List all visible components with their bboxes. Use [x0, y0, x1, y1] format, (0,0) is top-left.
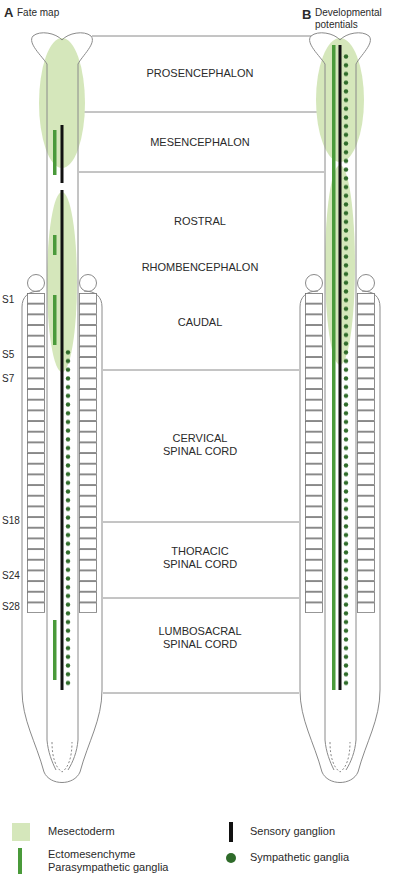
legend-swatch [18, 848, 22, 874]
embryo-a [22, 33, 102, 783]
tail-bud [52, 742, 72, 772]
somite-number: S24 [2, 570, 20, 582]
legend-text: Sensory ganglion [250, 825, 335, 838]
somite-column [305, 293, 323, 613]
somite-number: S1 [2, 294, 14, 306]
region-line [92, 36, 311, 37]
legend-text: Sympathetic ganglia [250, 851, 349, 864]
embryo-b [300, 33, 380, 783]
region-line [103, 598, 299, 599]
legend-swatch [229, 822, 233, 842]
region-line [103, 370, 299, 371]
region-label: CERVICAL SPINAL CORD [155, 432, 245, 458]
somite-column [357, 293, 375, 613]
somite-number: S5 [2, 349, 14, 361]
otic-vesicle [306, 275, 323, 292]
somite-number: S28 [2, 601, 20, 613]
ectomesenchyme-bar [53, 130, 57, 175]
legend-text: Ectomesenchyme Parasympathetic ganglia [48, 848, 188, 874]
legend-swatch [12, 823, 30, 841]
sympathetic-dots [343, 52, 349, 688]
region-label: THORACIC SPINAL CORD [155, 545, 245, 571]
legend-text: Mesectoderm [48, 825, 115, 838]
region-lines [79, 36, 324, 693]
tail-bud [330, 742, 350, 772]
somite-number: S18 [2, 515, 20, 527]
legend-swatch [226, 853, 236, 863]
panel-letter: A [4, 5, 13, 21]
region-label: PROSENCEPHALON [147, 67, 254, 80]
somite-column [79, 293, 97, 613]
region-label: RHOMBENCEPHALON [142, 261, 259, 274]
otic-vesicle [28, 275, 45, 292]
region-label: ROSTRAL [174, 215, 226, 228]
ectomesenchyme-bar [332, 45, 336, 690]
panel-title: Fate map [17, 7, 59, 19]
region-label: MESENCEPHALON [150, 136, 250, 149]
region-label: LUMBOSACRAL SPINAL CORD [155, 625, 245, 651]
sympathetic-dots [65, 348, 71, 688]
ectomesenchyme-bar [53, 235, 57, 255]
otic-vesicle [358, 275, 375, 292]
ectomesenchyme-bar [53, 620, 57, 680]
region-line [79, 172, 324, 173]
somite-number: S7 [2, 373, 14, 385]
region-label: CAUDAL [178, 316, 223, 329]
panel-title: Developmental potentials [315, 7, 395, 31]
region-line [103, 522, 299, 523]
region-line [79, 112, 324, 113]
sensory-bar [61, 190, 64, 690]
ectomesenchyme-bar [53, 295, 57, 345]
sensory-bar [61, 125, 64, 183]
region-line [103, 693, 299, 694]
sensory-bar [339, 45, 342, 690]
panel-letter: B [302, 7, 311, 23]
otic-vesicle [80, 275, 97, 292]
somite-column [27, 293, 45, 613]
